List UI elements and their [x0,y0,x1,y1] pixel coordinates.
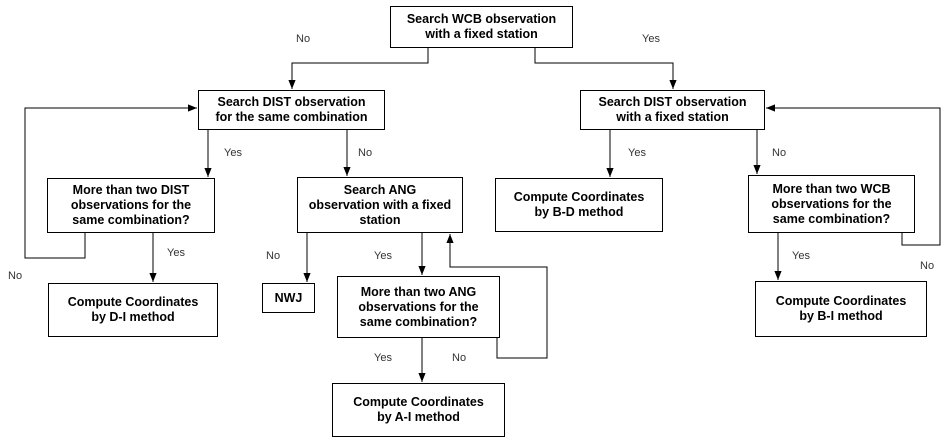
node-compute-bd-method: Compute Coordinates by B-D method [495,178,663,232]
node-more-than-two-dist: More than two DIST observations for the … [47,178,215,233]
edge-more-dist-no-loop [24,104,197,259]
edge-wcb-no [288,48,429,89]
edge-label-wcb-no: No [296,33,311,45]
edge-wcb-yes [534,48,677,89]
edge-label-more-wcb-no: No [920,260,935,272]
edge-label-dist-fixed-yes: Yes [628,147,646,159]
node-compute-di-method: Compute Coordinates by D-I method [48,283,218,337]
node-search-wcb-observation: Search WCB observation with a fixed stat… [390,6,573,48]
edge-label-dist-combo-yes: Yes [224,147,242,159]
edge-more-wcb-no-loop [766,104,941,246]
node-compute-ai-method: Compute Coordinates by A-I method [332,383,505,437]
edge-label-ang-no: No [266,250,281,262]
edge-more-ang-no-loop [446,234,548,359]
node-more-than-two-wcb: More than two WCB observations for the s… [748,175,915,233]
node-search-dist-fixed-station: Search DIST observation with a fixed sta… [580,90,765,130]
node-nwj: NWJ [262,283,315,313]
edge-label-more-ang-no: No [452,352,467,364]
edge-label-dist-fixed-no: No [772,147,787,159]
node-search-ang-fixed-station: Search ANG observation with a fixed stat… [297,177,463,233]
edge-label-dist-combo-no: No [358,147,373,159]
node-compute-bi-method: Compute Coordinates by B-I method [755,281,927,337]
node-search-dist-same-combination: Search DIST observation for the same com… [198,90,385,130]
edge-label-more-dist-no: No [8,270,23,282]
node-more-than-two-ang: More than two ANG observations for the s… [337,276,500,338]
edge-label-more-ang-yes: Yes [374,352,392,364]
edge-label-more-wcb-yes: Yes [792,250,810,262]
edge-label-wcb-yes: Yes [642,33,660,45]
edge-label-ang-yes: Yes [374,250,392,262]
edge-label-more-dist-yes: Yes [167,247,185,259]
